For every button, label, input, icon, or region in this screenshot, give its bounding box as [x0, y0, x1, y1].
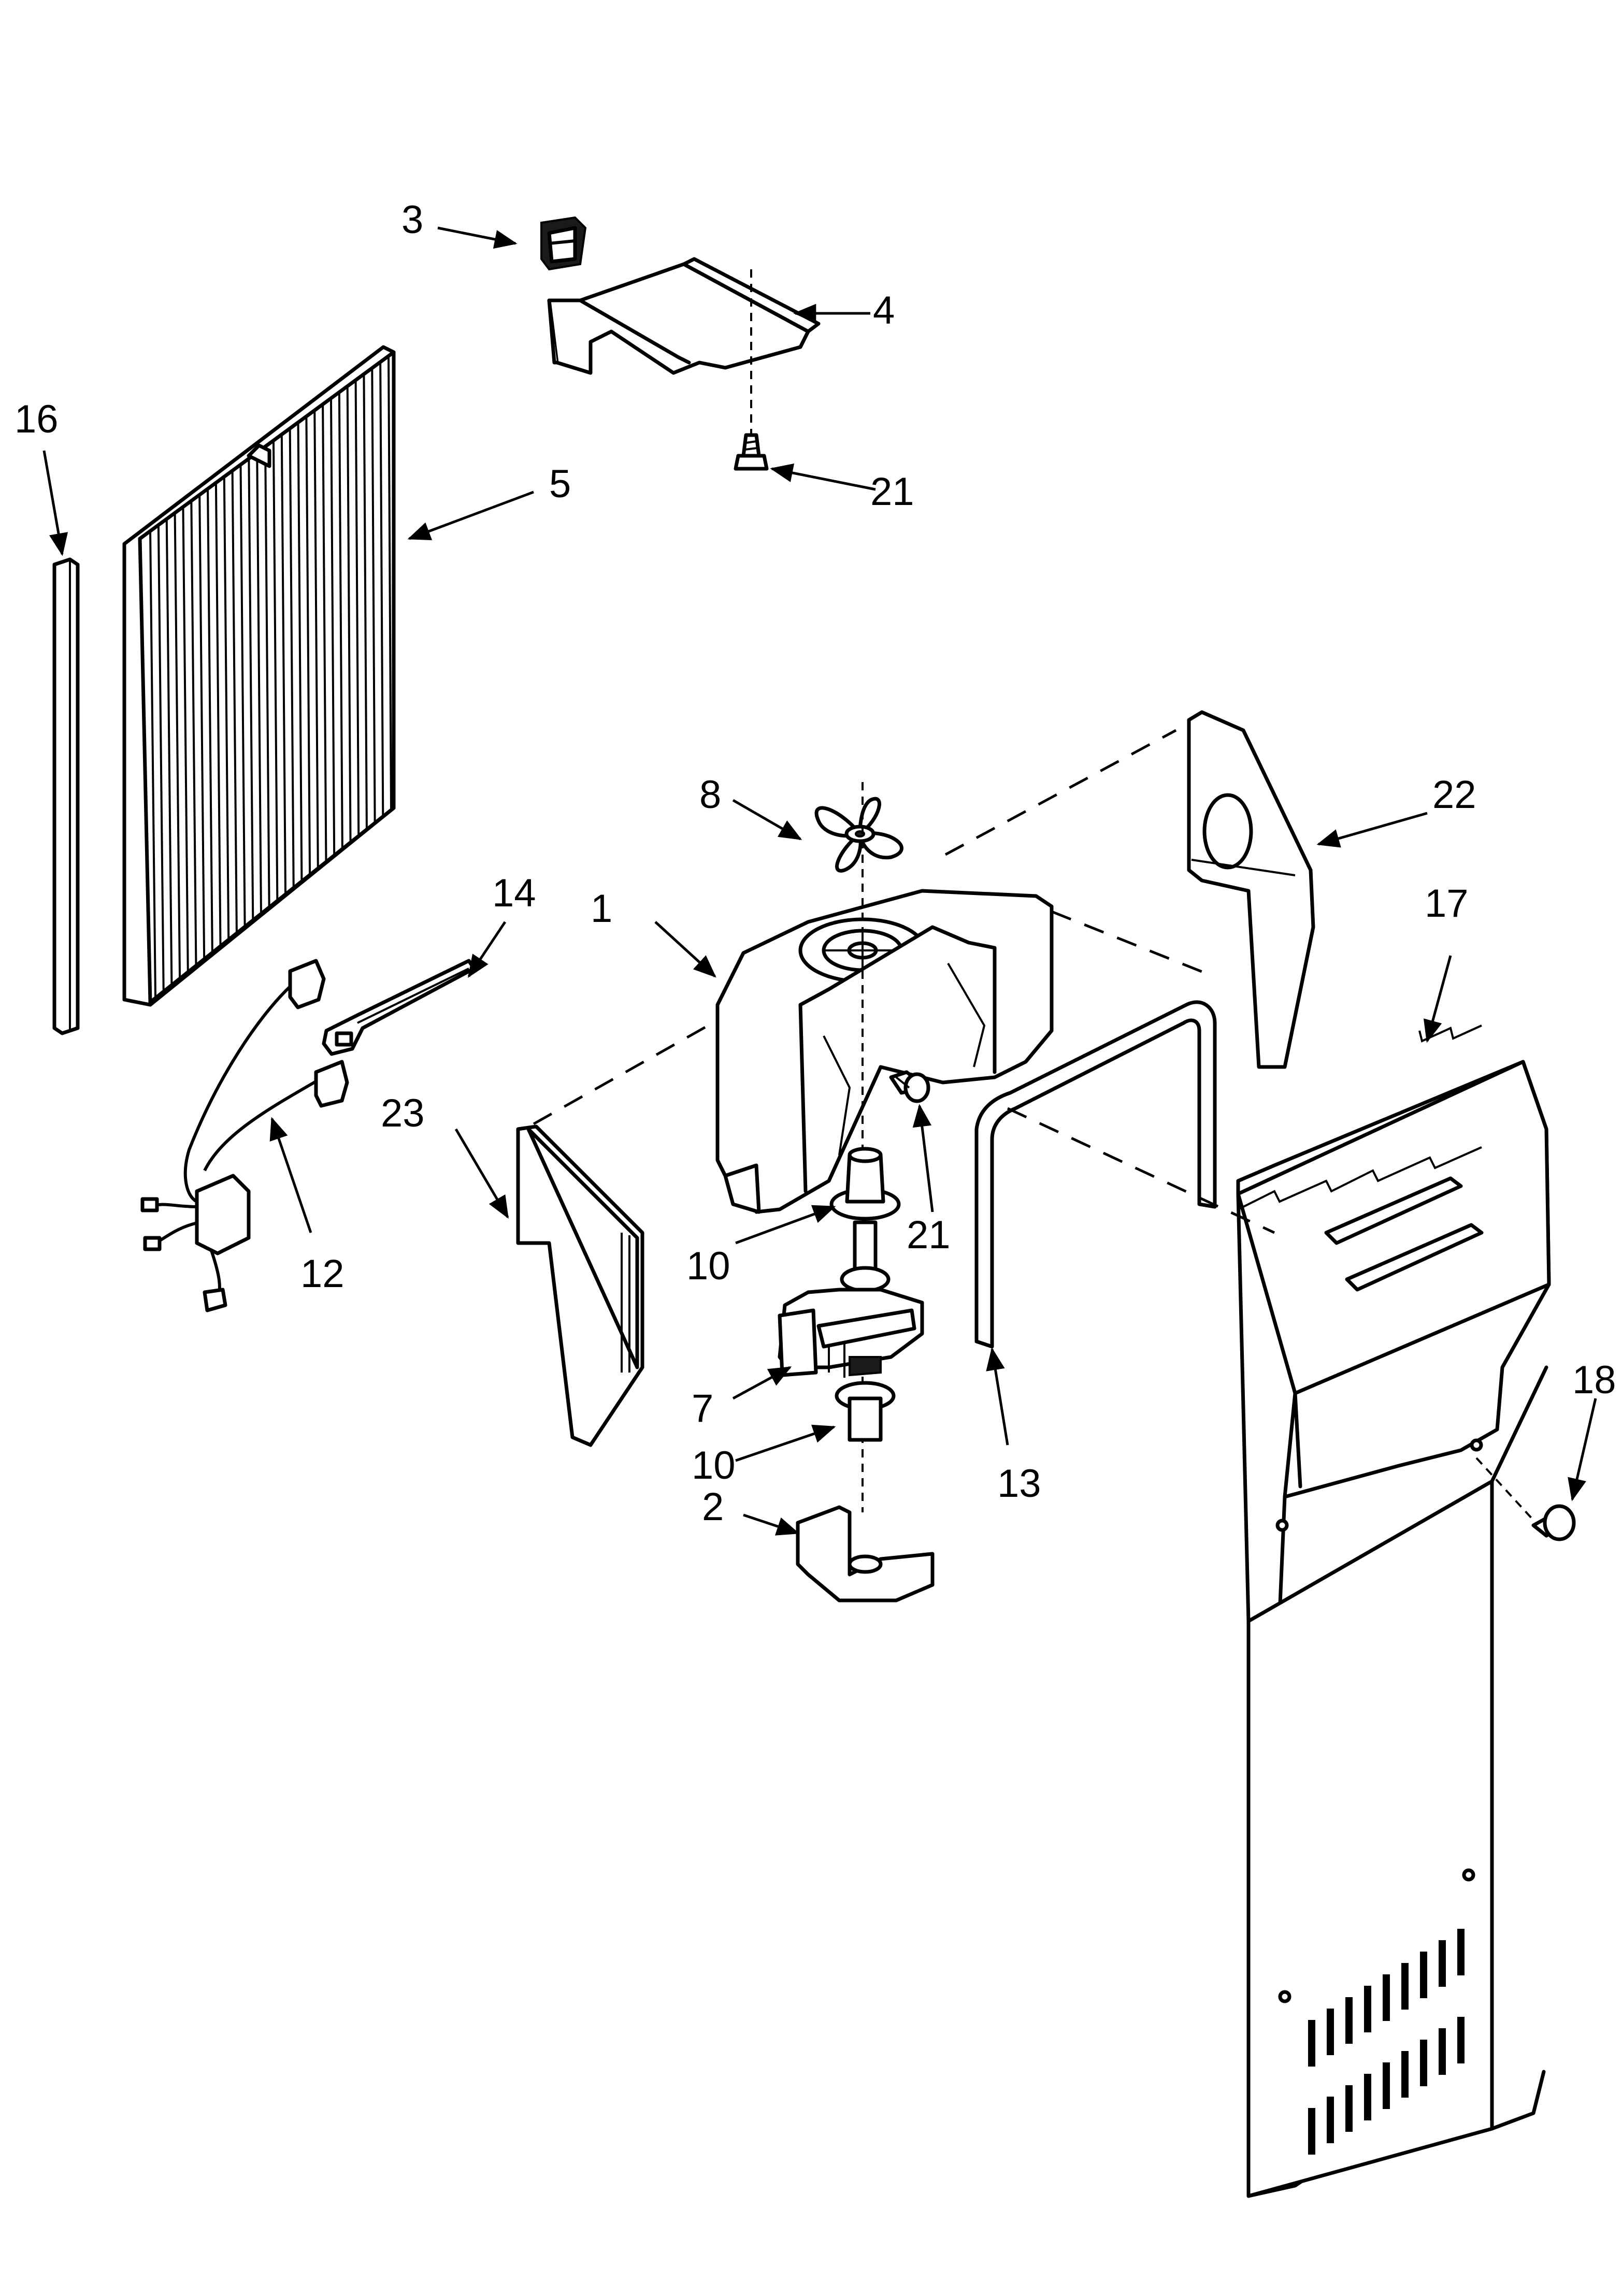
part-10-grommet-upper	[829, 1147, 901, 1221]
evaporator-fin	[264, 445, 270, 907]
part-18-screw	[1475, 1457, 1576, 1541]
callout-2: 2	[702, 1485, 724, 1529]
vent-slot	[1383, 2062, 1390, 2109]
evaporator-fin	[165, 518, 173, 985]
part-5-evaporator-panel	[122, 345, 396, 1007]
vent-slot	[1420, 2040, 1427, 2086]
part-12-wire-harness	[140, 959, 349, 1312]
evaporator-fin	[387, 354, 392, 811]
evaporator-fin	[190, 500, 197, 965]
callout-14: 14	[492, 871, 536, 915]
evaporator-fin	[231, 470, 238, 933]
evaporator-fin	[256, 452, 262, 914]
callout-1: 1	[591, 887, 612, 931]
callout-12: 12	[300, 1252, 345, 1296]
part-21-screw-middle	[889, 1070, 930, 1103]
callout-22: 22	[1432, 773, 1476, 817]
vent-slot	[1401, 2051, 1409, 2098]
evaporator-fin	[174, 512, 181, 978]
part-3-clip	[540, 216, 587, 271]
part-8-fan-blade	[814, 782, 903, 1512]
evaporator-fin	[198, 494, 206, 959]
vent-slot	[1457, 2017, 1465, 2063]
vent-slot	[1364, 1986, 1371, 2032]
vent-slot	[1308, 2020, 1315, 2067]
evaporator-fin	[379, 360, 384, 817]
evaporator-fin	[214, 482, 222, 946]
evaporator-fin	[280, 434, 287, 894]
part-10-grommet-lower	[835, 1381, 896, 1442]
callout-10-upper: 10	[686, 1244, 730, 1288]
part-23-shroud-left	[516, 1124, 644, 1447]
vent-slot	[1439, 2028, 1446, 2075]
part-22-shroud-right	[1187, 710, 1315, 1069]
assembly-lines	[533, 729, 1275, 1234]
callout-7: 7	[692, 1387, 713, 1431]
evaporator-fin	[322, 403, 327, 862]
evaporator-fin	[338, 391, 343, 849]
evaporator-fin	[248, 458, 254, 920]
evaporator-fin	[329, 397, 336, 856]
evaporator-fin	[289, 427, 295, 888]
callout-18: 18	[1572, 1358, 1616, 1402]
part-1-fan-shroud	[715, 889, 1054, 1214]
vent-slot	[1327, 2097, 1334, 2143]
vent-slot	[1420, 1952, 1427, 1998]
part-21-screw-top	[734, 433, 769, 471]
callout-16: 16	[15, 397, 59, 441]
evaporator-fin	[157, 525, 165, 991]
evaporator-fin	[207, 488, 213, 952]
callout-13: 13	[997, 1462, 1041, 1506]
evaporator-fin	[313, 409, 319, 869]
callout-21-middle: 21	[907, 1213, 951, 1257]
evaporator-fin	[297, 421, 303, 882]
evaporator-fin	[272, 440, 279, 901]
part-13-gasket	[974, 1000, 1217, 1349]
evaporator-fin	[363, 373, 368, 830]
evaporator-fin	[354, 379, 360, 836]
part-16-seal-strip	[52, 557, 80, 1035]
vent-slot	[1439, 1940, 1446, 1987]
callout-17: 17	[1425, 882, 1469, 926]
callout-21-top: 21	[870, 470, 914, 514]
vent-slot	[1345, 1997, 1353, 2044]
vent-slot	[1457, 1929, 1465, 1975]
callout-10-lower: 10	[692, 1443, 736, 1488]
part-4-bracket-cover	[547, 257, 821, 451]
vent-slot	[1401, 1963, 1409, 2010]
callout-23: 23	[381, 1091, 425, 1135]
part-17-rear-cover	[1236, 1024, 1551, 2198]
callout-8: 8	[699, 773, 721, 817]
vent-slot	[1364, 2074, 1371, 2120]
evaporator-fin	[371, 367, 376, 824]
callout-labels: 3 4 21 5 16 8 1 14 22 17 23 12 10 21 13 …	[15, 198, 1616, 1529]
evaporator-fin	[182, 507, 189, 972]
evaporator-fin	[346, 385, 352, 843]
callout-3: 3	[401, 198, 423, 242]
part-2-motor-bracket	[796, 1505, 935, 1602]
callout-4: 4	[873, 288, 895, 333]
evaporator-fin	[149, 530, 156, 998]
evaporator-fin	[305, 415, 311, 875]
callout-5: 5	[549, 462, 571, 506]
vent-slot	[1308, 2108, 1315, 2155]
evaporator-fin	[223, 476, 230, 940]
part-14-cable-tie	[322, 959, 476, 1056]
part-7-fan-motor	[778, 1220, 924, 1378]
vent-slot	[1383, 1974, 1390, 2021]
evaporator-fin	[239, 464, 246, 927]
vent-slot	[1327, 2009, 1334, 2055]
leader-lines	[42, 226, 1597, 1536]
vent-slot	[1345, 2085, 1353, 2132]
